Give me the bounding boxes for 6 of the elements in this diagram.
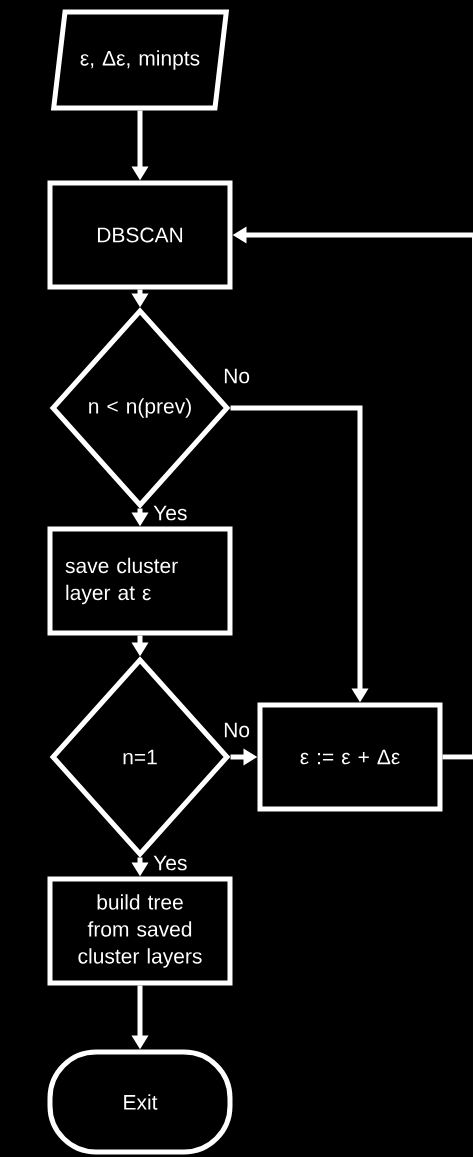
terminal-stadium: Exit (47, 1049, 233, 1155)
process-box: ε := ε + Δε (257, 702, 443, 812)
process-box: DBSCAN (47, 180, 233, 290)
process-box: build tree from saved cluster layers (47, 876, 233, 986)
process-box: save cluster layer at ε (47, 526, 233, 636)
edge-label: Yes (153, 855, 187, 871)
